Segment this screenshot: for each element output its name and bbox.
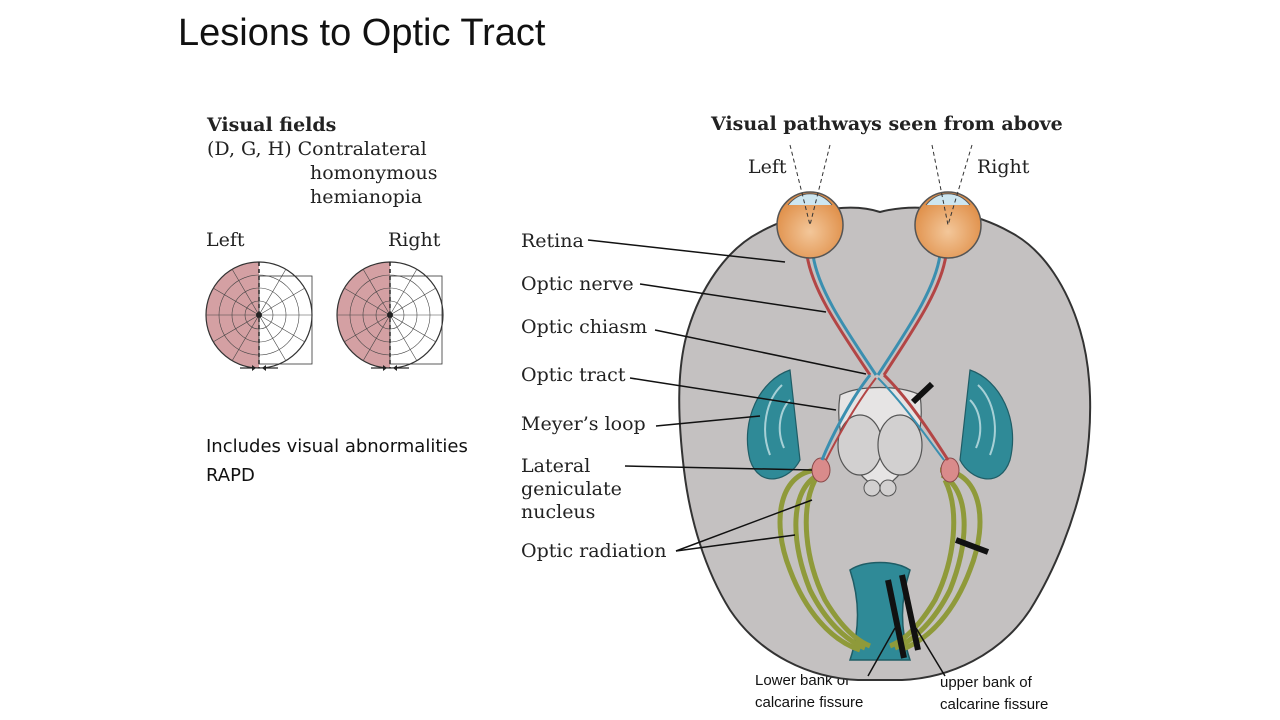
label-lgn-line2: geniculate [521, 478, 622, 500]
pathways-right-label: Right [977, 156, 1030, 178]
label-optic-chiasm: Optic chiasm [521, 316, 648, 338]
note-visual-abnormalities: Includes visual abnormalities [206, 436, 468, 457]
lgn-left [811, 457, 831, 483]
field-left-label: Left [206, 229, 245, 251]
lesion-d-bar [910, 381, 935, 405]
lgn-right [940, 457, 960, 483]
upper-bank-note: upper bank of calcarine fissure [940, 672, 1048, 716]
optic-pathway-fibers [805, 254, 950, 461]
upper-bank-line2: calcarine fissure [940, 696, 1049, 713]
midbrain [837, 386, 923, 497]
visual-fields-line1: (D, G, H) Contralateral [207, 138, 427, 160]
visual-cortex [848, 561, 912, 661]
visual-fields-line2: homonymous [310, 162, 438, 184]
visual-fields-text: Visual fields (D, G, H) Contralateral ho… [207, 113, 438, 209]
lesion-g-bar [954, 537, 990, 555]
note-rapd: RAPD [206, 465, 255, 486]
label-lgn-line3: nucleus [521, 501, 596, 523]
slide-title: Lesions to Optic Tract [178, 12, 546, 54]
visual-field-right [336, 261, 444, 371]
label-optic-tract: Optic tract [521, 364, 626, 386]
eye-left [776, 144, 844, 259]
label-meyers-loop: Meyer’s loop [521, 413, 646, 435]
label-retina: Retina [521, 230, 584, 252]
eye-right [914, 144, 982, 259]
label-optic-radiation: Optic radiation [521, 540, 667, 562]
temporal-horn-right [959, 369, 1014, 480]
upper-bank-line1: upper bank of [940, 674, 1032, 691]
lesion-upper-bank-bar [899, 574, 921, 651]
leader-lines [587, 239, 946, 677]
visual-fields-heading: Visual fields [207, 114, 337, 136]
visual-field-left [205, 261, 313, 371]
lesion-lower-bank-bar [885, 579, 907, 659]
label-lgn-line1: Lateral [521, 455, 591, 477]
label-optic-nerve: Optic nerve [521, 273, 634, 295]
visual-fields-line3: hemianopia [310, 186, 423, 208]
field-right-label: Right [388, 229, 441, 251]
pathways-heading: Visual pathways seen from above [711, 113, 1063, 135]
optic-radiation-left [777, 467, 872, 653]
lower-bank-line2: calcarine fissure [755, 694, 864, 711]
pathways-left-label: Left [748, 156, 787, 178]
